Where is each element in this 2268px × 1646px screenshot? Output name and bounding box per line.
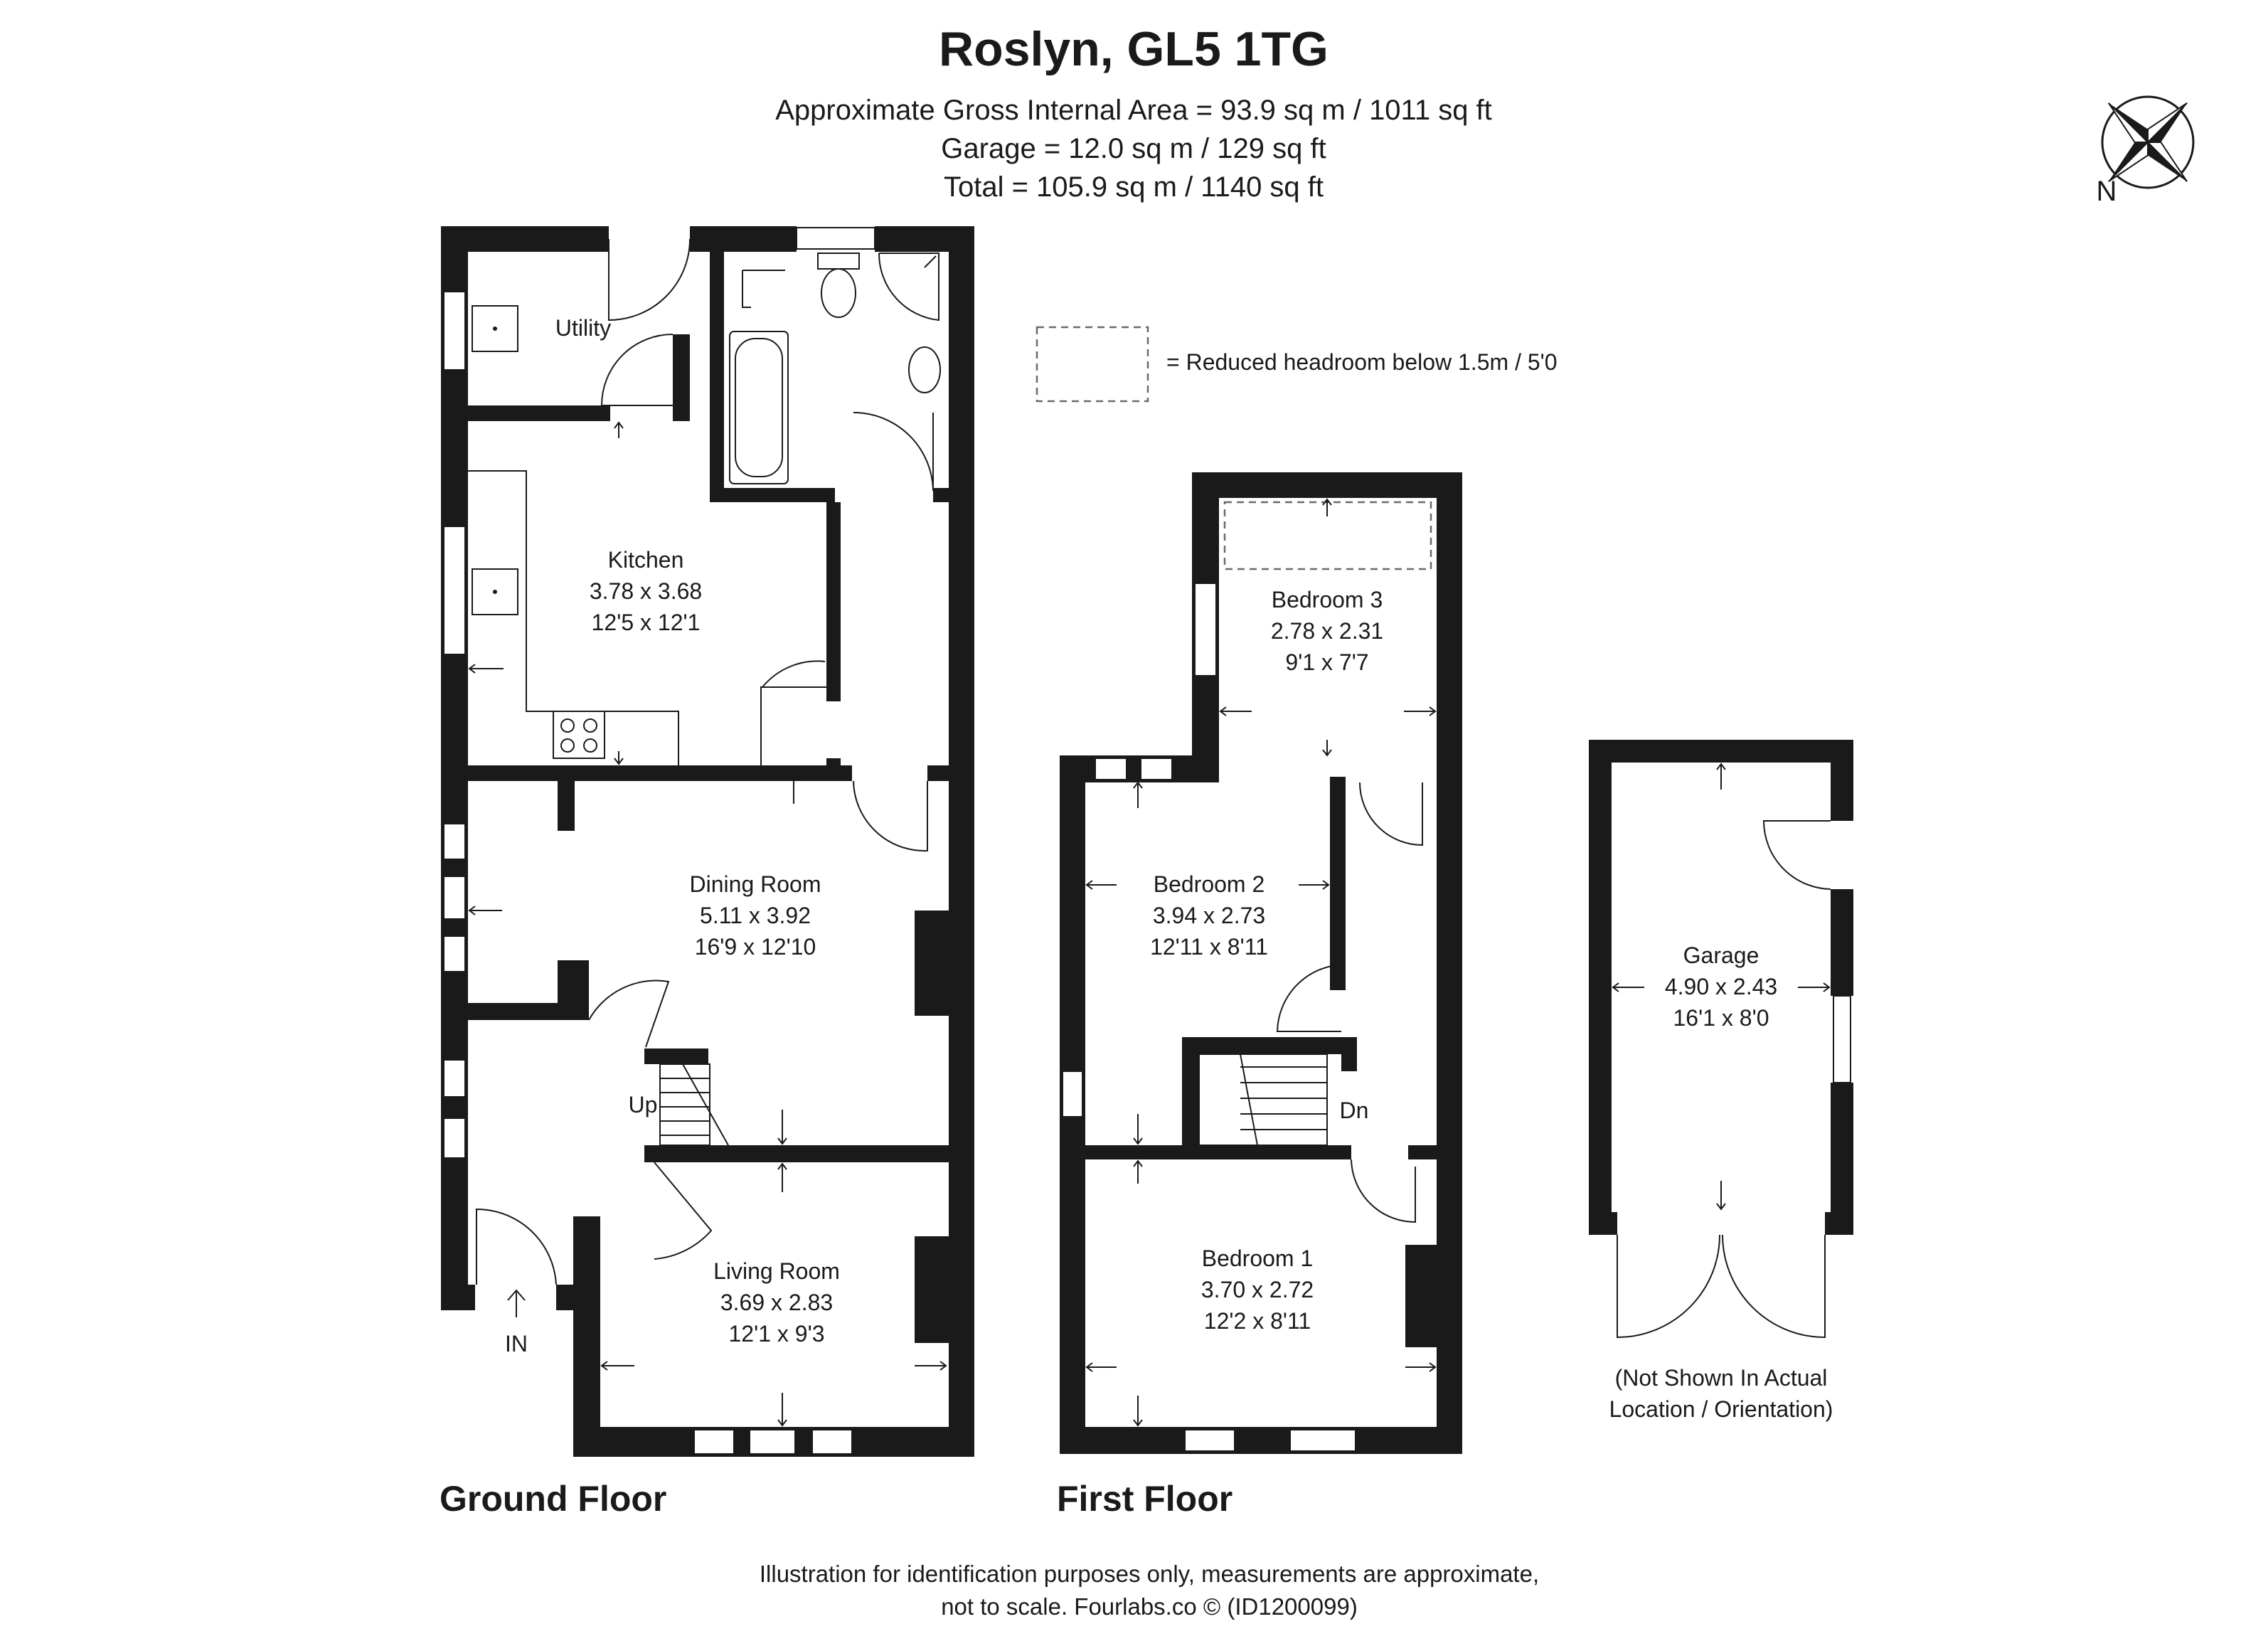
washbasin-icon [908, 346, 941, 393]
window [1194, 583, 1217, 676]
window [1140, 758, 1173, 780]
window [811, 1429, 853, 1455]
room-metric-dining: 5.11 x 3.92 [700, 903, 811, 928]
window [1833, 995, 1851, 1083]
room-metric-kitchen: 3.78 x 3.68 [590, 578, 702, 604]
toilet-icon [817, 253, 860, 318]
ground-floor-label: Ground Floor [440, 1479, 666, 1519]
room-metric-garage: 4.90 x 2.43 [1665, 974, 1777, 999]
window [443, 1117, 466, 1159]
room-name-garage: Garage [1683, 943, 1759, 968]
room-imperial-dining: 16'9 x 12'10 [695, 934, 816, 960]
legend-text: = Reduced headroom below 1.5m / 5'0 [1166, 349, 1558, 375]
compass-rose-icon [2101, 95, 2195, 189]
shower-icon [878, 253, 939, 322]
room-name-bedroom3: Bedroom 3 [1272, 587, 1383, 612]
compass-north-label: N [2097, 176, 2117, 207]
ground-floor-plan: Utility Kitchen 3.78 x 3.68 12'5 x 12'1 … [441, 226, 974, 1457]
window [749, 1429, 796, 1455]
room-metric-bedroom1: 3.70 x 2.72 [1201, 1277, 1314, 1302]
disclaimer-line1: Illustration for identification purposes… [760, 1561, 1539, 1587]
bath-icon [729, 331, 789, 484]
room-name-bedroom1: Bedroom 1 [1202, 1246, 1314, 1271]
staircase [659, 1063, 729, 1146]
room-imperial-bedroom2: 12'11 x 8'11 [1150, 934, 1268, 960]
stairs-down-label: Dn [1340, 1098, 1369, 1123]
window [443, 291, 466, 371]
window [796, 227, 875, 250]
window [443, 1059, 466, 1098]
window [1062, 1071, 1083, 1117]
entrance-arrow-icon [507, 1289, 526, 1317]
window [443, 823, 466, 860]
room-name-living: Living Room [713, 1258, 840, 1284]
garage-note-line1: (Not Shown In Actual [1615, 1365, 1828, 1391]
room-name-bedroom2: Bedroom 2 [1154, 871, 1265, 897]
room-imperial-living: 12'1 x 9'3 [729, 1321, 825, 1347]
total-area-line: Total = 105.9 sq m / 1140 sq ft [944, 171, 1324, 203]
room-metric-living: 3.69 x 2.83 [720, 1290, 833, 1315]
first-floor-label: First Floor [1057, 1479, 1233, 1519]
window [1289, 1429, 1356, 1452]
garage-note-line2: Location / Orientation) [1609, 1396, 1833, 1422]
staircase [1198, 1053, 1328, 1146]
hob-icon [553, 711, 605, 759]
room-imperial-garage: 16'1 x 8'0 [1673, 1005, 1769, 1031]
entrance-label: IN [505, 1331, 528, 1356]
room-metric-bedroom2: 3.94 x 2.73 [1153, 903, 1265, 928]
window [693, 1429, 735, 1455]
window [443, 526, 466, 655]
window [443, 935, 466, 972]
window [1184, 1429, 1235, 1452]
first-floor-plan: Bedroom 3 2.78 x 2.31 9'1 x 7'7 Bedroom … [1060, 472, 1462, 1454]
dashed-box-icon [1035, 326, 1149, 403]
garage-plan: Garage 4.90 x 2.43 16'1 x 8'0 [1589, 740, 1853, 1339]
window [443, 876, 466, 920]
garage-area-line: Garage = 12.0 sq m / 129 sq ft [941, 133, 1326, 164]
window [1095, 758, 1127, 780]
room-metric-bedroom3: 2.78 x 2.31 [1271, 618, 1383, 644]
disclaimer-line2: not to scale. Fourlabs.co © (ID1200099) [941, 1593, 1358, 1620]
room-imperial-kitchen: 12'5 x 12'1 [592, 610, 701, 635]
room-name-utility: Utility [555, 315, 611, 341]
stairs-up-label: Up [629, 1092, 658, 1117]
gross-area-line: Approximate Gross Internal Area = 93.9 s… [775, 95, 1492, 126]
room-imperial-bedroom3: 9'1 x 7'7 [1285, 649, 1368, 675]
plan-title: Roslyn, GL5 1TG [939, 22, 1329, 76]
room-name-dining: Dining Room [690, 871, 821, 897]
room-name-kitchen: Kitchen [608, 547, 684, 573]
room-imperial-bedroom1: 12'2 x 8'11 [1204, 1308, 1311, 1334]
